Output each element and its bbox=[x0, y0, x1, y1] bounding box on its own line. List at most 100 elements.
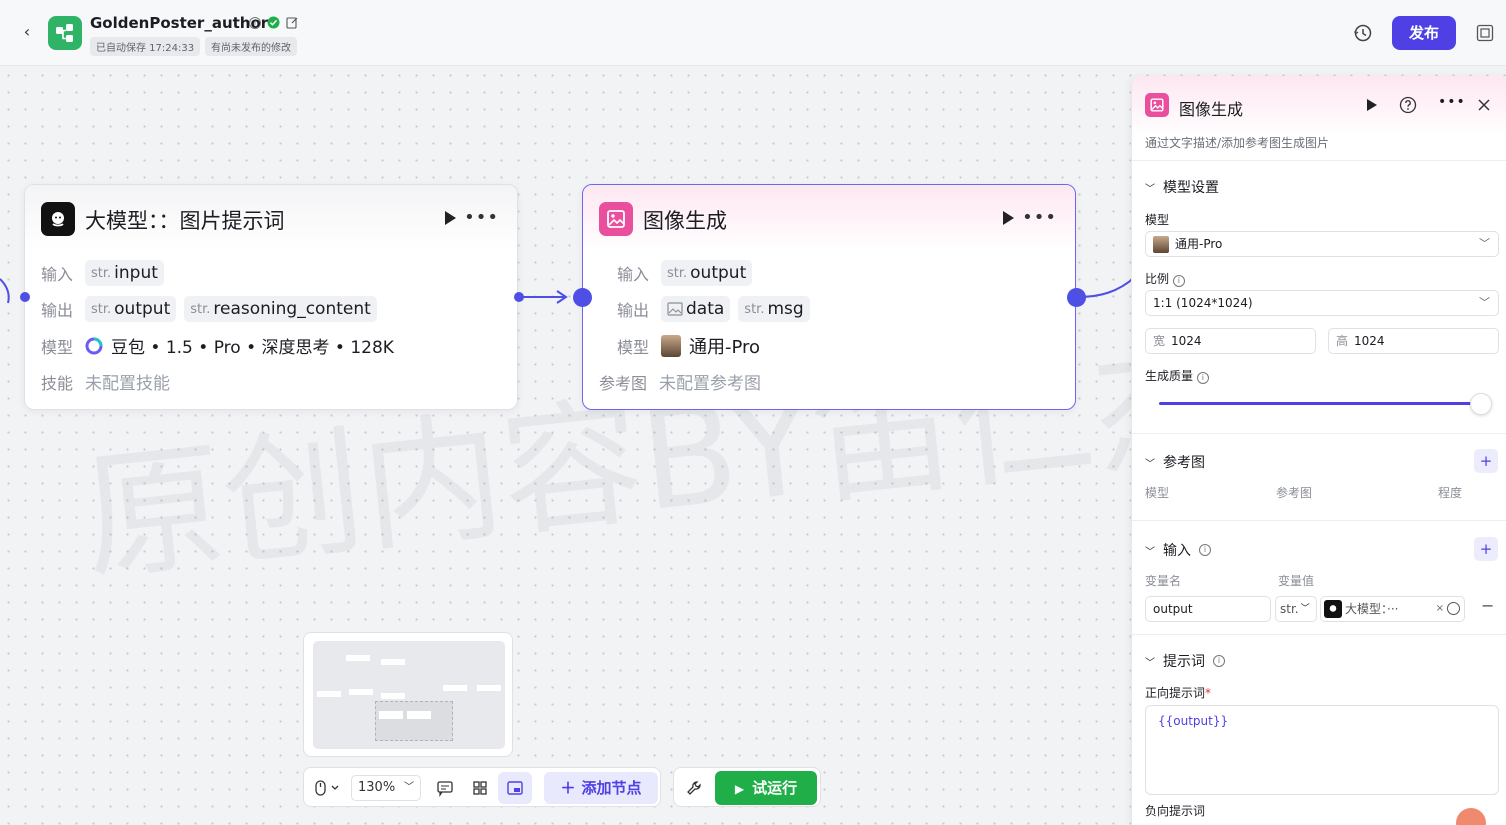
publish-button[interactable]: 发布 bbox=[1392, 16, 1456, 50]
model-avatar-icon bbox=[1153, 235, 1169, 253]
var-pill: str.output bbox=[85, 296, 177, 322]
llm-icon bbox=[41, 202, 75, 236]
remove-var-icon[interactable]: − bbox=[1481, 596, 1495, 615]
more-icon[interactable]: ••• bbox=[464, 207, 499, 228]
type-tag: str. bbox=[744, 301, 765, 317]
ratio-value: 1:1 (1024*1024) bbox=[1153, 296, 1253, 310]
ref-col-image: 参考图 bbox=[1276, 486, 1313, 500]
wrench-icon[interactable] bbox=[686, 779, 704, 797]
reference-section[interactable]: ﹀参考图 bbox=[1145, 452, 1205, 472]
unpublished-badge: 有尚未发布的修改 bbox=[205, 37, 297, 56]
var-name: msg bbox=[767, 299, 804, 319]
help-icon[interactable] bbox=[1399, 96, 1417, 114]
var-name-input[interactable]: output bbox=[1145, 596, 1271, 622]
ref-col-strength: 程度 bbox=[1438, 486, 1463, 500]
type-tag: str. bbox=[91, 265, 112, 281]
model-select[interactable]: 通用-Pro ﹀ bbox=[1145, 231, 1499, 257]
width-prefix: 宽 bbox=[1153, 334, 1166, 348]
output-label: 输出 bbox=[41, 301, 74, 320]
chevron-down-icon: ﹀ bbox=[1145, 546, 1155, 558]
skill-value: 未配置技能 bbox=[85, 374, 170, 394]
quality-slider-track[interactable] bbox=[1159, 402, 1474, 405]
workflow-canvas[interactable]: 原创内容BY笛仁杰 大模型：：图片提示词 ••• 输入 str.input 输出… bbox=[0, 67, 1506, 825]
autosave-badge: 已自动保存 17:24:33 bbox=[90, 37, 201, 56]
width-input[interactable]: 宽 1024 bbox=[1145, 328, 1316, 354]
var-name: data bbox=[686, 299, 725, 319]
add-reference-button[interactable]: + bbox=[1474, 449, 1498, 473]
more-icon[interactable]: ••• bbox=[1022, 207, 1057, 228]
image-type-icon bbox=[667, 302, 683, 316]
node-config-panel: 图像生成 ••• 通过文字描述/添加参考图生成图片 ﹀模型设置 模型 通用-Pr… bbox=[1131, 76, 1506, 825]
layout-grid-icon[interactable] bbox=[471, 779, 489, 797]
chevron-down-icon: ﹀ bbox=[404, 782, 414, 793]
info-icon[interactable]: i bbox=[1196, 372, 1209, 384]
edit-icon[interactable] bbox=[286, 16, 299, 29]
negative-prompt-label: 负向提示词 bbox=[1145, 804, 1206, 818]
quality-label-text: 生成质量 bbox=[1145, 369, 1194, 383]
run-node-icon[interactable] bbox=[441, 209, 459, 227]
mouse-mode-icon[interactable] bbox=[314, 779, 342, 797]
model-row: 模型 豆包 • 1.5 • Pro • 深度思考 • 128K bbox=[41, 333, 394, 358]
top-bar: ‹ GoldenPoster_author i 已自动保存 17:24:33 有… bbox=[0, 0, 1506, 66]
ratio-select[interactable]: 1:1 (1024*1024) ﹀ bbox=[1145, 290, 1499, 316]
height-input[interactable]: 高 1024 bbox=[1328, 328, 1499, 354]
required-mark: * bbox=[1205, 686, 1212, 700]
back-icon[interactable]: ‹ bbox=[23, 22, 31, 41]
comment-icon[interactable] bbox=[436, 779, 454, 797]
panel-toggle-icon[interactable] bbox=[1475, 23, 1495, 43]
info-icon[interactable]: i bbox=[1199, 544, 1211, 556]
minimap[interactable] bbox=[303, 632, 513, 757]
model-settings-section[interactable]: ﹀ 模型设置 bbox=[1145, 177, 1219, 197]
output-port[interactable] bbox=[514, 292, 524, 302]
play-icon: ▶ bbox=[734, 782, 745, 796]
input-label: 输入 bbox=[41, 265, 74, 284]
quality-slider-handle[interactable] bbox=[1470, 393, 1492, 415]
chevron-down-icon: ﹀ bbox=[1145, 183, 1155, 195]
model-value: 豆包 • 1.5 • Pro • 深度思考 • 128K bbox=[111, 338, 394, 358]
model-row: 模型 通用-Pro bbox=[617, 333, 760, 359]
add-node-button[interactable]: ＋添加节点 bbox=[544, 772, 658, 804]
chevron-down-icon: ﹀ bbox=[1479, 296, 1490, 309]
zoom-select[interactable]: 130%﹀ bbox=[351, 775, 421, 801]
llm-node[interactable]: 大模型：：图片提示词 ••• 输入 str.input 输出 str.outpu… bbox=[24, 184, 518, 410]
run-node-icon[interactable] bbox=[1364, 98, 1378, 112]
minimap-toggle-button[interactable] bbox=[498, 772, 532, 804]
var-name-header: 变量名 bbox=[1145, 574, 1182, 588]
clear-icon[interactable]: × bbox=[1435, 603, 1444, 614]
var-name: output bbox=[114, 299, 171, 319]
var-type-select[interactable]: str.﹀ bbox=[1275, 596, 1317, 622]
floating-avatar[interactable] bbox=[1456, 808, 1486, 825]
positive-prompt-input[interactable]: {{output}} bbox=[1145, 705, 1499, 795]
info-icon[interactable]: i bbox=[249, 16, 261, 29]
input-section[interactable]: ﹀ 输入 i bbox=[1145, 540, 1211, 560]
info-icon[interactable]: i bbox=[1172, 275, 1185, 287]
chevron-down-icon: ﹀ bbox=[1145, 657, 1155, 669]
add-input-button[interactable]: + bbox=[1474, 537, 1498, 561]
section-title: 输入 bbox=[1163, 543, 1191, 559]
run-node-icon[interactable] bbox=[999, 209, 1017, 227]
var-name: input bbox=[114, 263, 158, 283]
output-port[interactable] bbox=[1067, 288, 1086, 307]
test-run-button[interactable]: ▶试运行 bbox=[715, 771, 817, 805]
plus-icon: ＋ bbox=[560, 779, 576, 797]
input-port[interactable] bbox=[573, 288, 592, 307]
history-icon[interactable] bbox=[1352, 22, 1374, 44]
input-port[interactable] bbox=[20, 292, 30, 302]
more-icon[interactable]: ••• bbox=[1438, 94, 1466, 110]
settings-icon[interactable] bbox=[1447, 602, 1460, 615]
divider bbox=[1132, 433, 1506, 434]
var-type-value: str. bbox=[1280, 602, 1299, 616]
var-pill: str.input bbox=[85, 260, 164, 286]
close-icon[interactable] bbox=[1477, 98, 1491, 112]
output-label: 输出 bbox=[617, 301, 650, 320]
info-icon[interactable]: i bbox=[1213, 655, 1225, 667]
section-title: 模型设置 bbox=[1163, 180, 1219, 196]
title-icons: i bbox=[249, 16, 299, 29]
var-pill: data bbox=[661, 296, 731, 322]
type-tag: str. bbox=[91, 301, 112, 317]
var-ref-select[interactable]: 大模型：··· × bbox=[1320, 596, 1465, 622]
doubao-logo-icon bbox=[85, 337, 103, 354]
image-node[interactable]: 图像生成 ••• 输入 str.output 输出 data str.msg 模… bbox=[582, 184, 1076, 410]
var-value-header: 变量值 bbox=[1278, 574, 1315, 588]
